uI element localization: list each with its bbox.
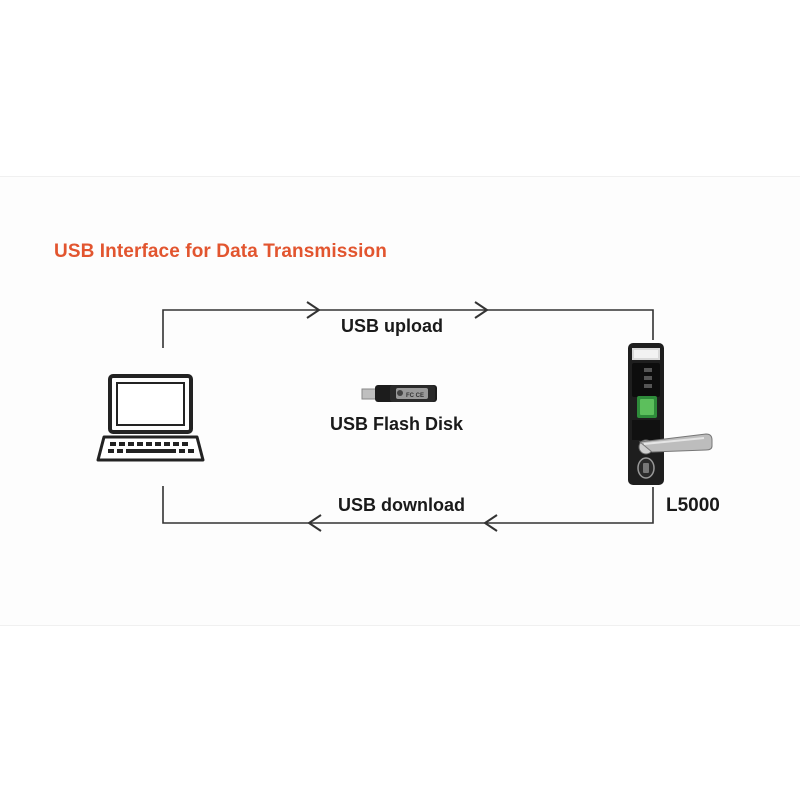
device-model-label: L5000 <box>666 495 720 516</box>
upload-label: USB upload <box>341 316 443 336</box>
upload-path <box>162 309 654 348</box>
upload-arrow-1 <box>306 301 321 319</box>
laptop-icon <box>96 374 205 462</box>
download-arrow-1 <box>483 514 498 532</box>
download-path <box>162 486 654 524</box>
fingerprint-door-lock <box>628 343 713 485</box>
flash-disk-label: USB Flash Disk <box>330 414 464 434</box>
diagram-title: USB Interface for Data Transmission <box>54 241 387 262</box>
download-label: USB download <box>338 495 465 515</box>
usb-flash-drive-icon: FC CE <box>361 385 437 402</box>
svg-text:FC CE: FC CE <box>406 393 424 399</box>
upload-arrow-2 <box>474 301 489 319</box>
download-arrow-2 <box>307 514 322 532</box>
